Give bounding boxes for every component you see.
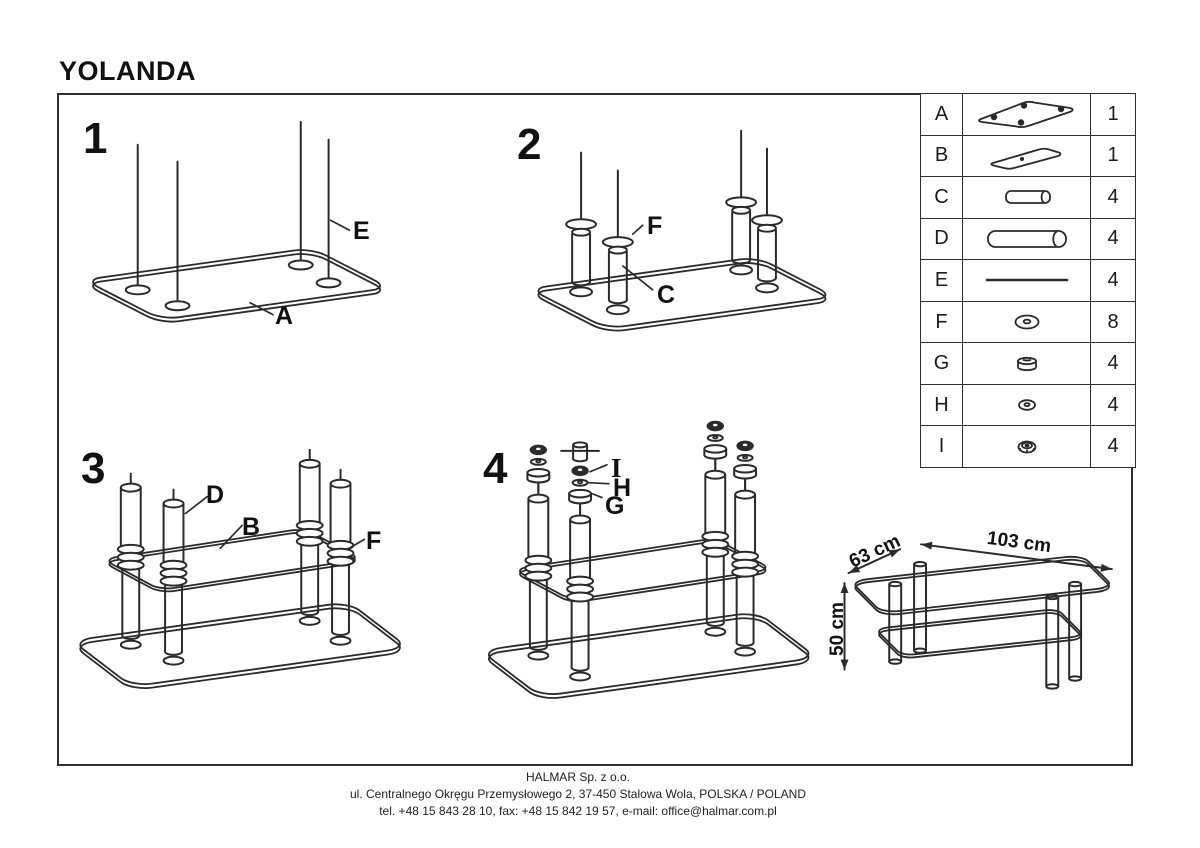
part-label-f2: F [366, 527, 382, 555]
height-arrow [840, 582, 849, 671]
part-qty: 1 [1090, 93, 1136, 136]
step-1-number: 1 [83, 114, 108, 163]
step-2-diagram [529, 129, 834, 333]
washer-icon [1014, 314, 1039, 330]
long-tube-icon [986, 230, 1067, 248]
glass-top-panel [72, 602, 408, 686]
part-qty: 4 [1090, 176, 1136, 219]
company-contact: tel. +48 15 843 28 10, fax: +48 15 842 1… [379, 804, 777, 818]
parts-row-b: B 1 [920, 134, 1136, 178]
glass-top-panel [84, 248, 389, 320]
diagram-frame: 1 2 3 4 E A F C D B F I H G 103 cm 63 cm… [57, 93, 1136, 766]
parts-row-g: G 4 [920, 342, 1136, 385]
glass-shelf-panel-icon [989, 147, 1061, 170]
part-letter: A [920, 93, 963, 136]
part-label-e: E [353, 217, 370, 245]
part-qty: 4 [1090, 342, 1136, 385]
part-letter: F [920, 300, 963, 344]
part-label-a: A [275, 302, 294, 330]
parts-row-a: A 1 [920, 93, 1136, 136]
part-letter: H [920, 383, 963, 427]
parts-row-d: D 4 [920, 217, 1136, 261]
company-name: HALMAR Sp. z o.o. [525, 770, 631, 784]
dimension-drawing [840, 541, 1113, 690]
part-qty: 8 [1090, 300, 1136, 344]
cap-icon [1016, 356, 1037, 371]
parts-row-e: E 4 [920, 259, 1136, 302]
part-label-h: H [613, 474, 632, 502]
nut-icon [1017, 440, 1036, 454]
step-3-diagram [72, 448, 408, 691]
part-qty: 1 [1090, 134, 1136, 178]
part-letter: G [920, 342, 963, 385]
glass-top-panel [481, 612, 817, 696]
assembly-line-art [59, 120, 1113, 764]
part-qty: 4 [1090, 259, 1136, 302]
part-qty: 4 [1090, 425, 1136, 468]
part-letter: I [920, 425, 963, 468]
glass-shelf-panel [875, 609, 1084, 656]
parts-row-c: C 4 [920, 176, 1136, 219]
part-letter: D [920, 217, 963, 261]
width-arrow [920, 541, 1113, 572]
step-4-number: 4 [483, 444, 508, 493]
dimension-height-label: 50 cm [827, 602, 848, 656]
table-legs [888, 561, 1083, 690]
step-2-number: 2 [517, 120, 542, 169]
small-washer-icon [1017, 399, 1036, 411]
glass-top-panel [850, 555, 1113, 613]
part-label-f: F [647, 212, 663, 240]
glass-top-panel-icon [977, 101, 1073, 129]
parts-list-table: A 1 B 1 [920, 93, 1136, 468]
threaded-rod-icon [985, 279, 1068, 282]
glass-top-panel [529, 257, 834, 329]
adjustment-tool [560, 441, 600, 463]
part-label-b: B [242, 513, 261, 541]
part-letter: B [920, 134, 963, 178]
parts-row-h: H 4 [920, 383, 1136, 427]
depth-arrow [847, 548, 902, 575]
parts-row-f: F 8 [920, 300, 1136, 344]
part-label-c: C [657, 281, 676, 309]
part-label-d: D [206, 481, 225, 509]
product-title: YOLANDA [59, 56, 196, 86]
step-3-number: 3 [81, 444, 106, 493]
part-letter: C [920, 176, 963, 219]
part-letter: E [920, 259, 963, 302]
part-qty: 4 [1090, 217, 1136, 261]
part-label-g: G [605, 492, 625, 520]
parts-row-i: I 4 [920, 425, 1136, 468]
glass-shelf-panel [513, 538, 771, 600]
company-footer: HALMAR Sp. z o.o. ul. Centralnego Okręgu… [57, 769, 1133, 820]
short-tube-icon [1004, 190, 1051, 205]
company-address: ul. Centralnego Okręgu Przemysłowego 2, … [349, 787, 806, 801]
part-label-i: I [611, 453, 622, 483]
part-qty: 4 [1090, 383, 1136, 427]
step-4-diagram [481, 420, 817, 701]
step-1-diagram [84, 120, 389, 324]
